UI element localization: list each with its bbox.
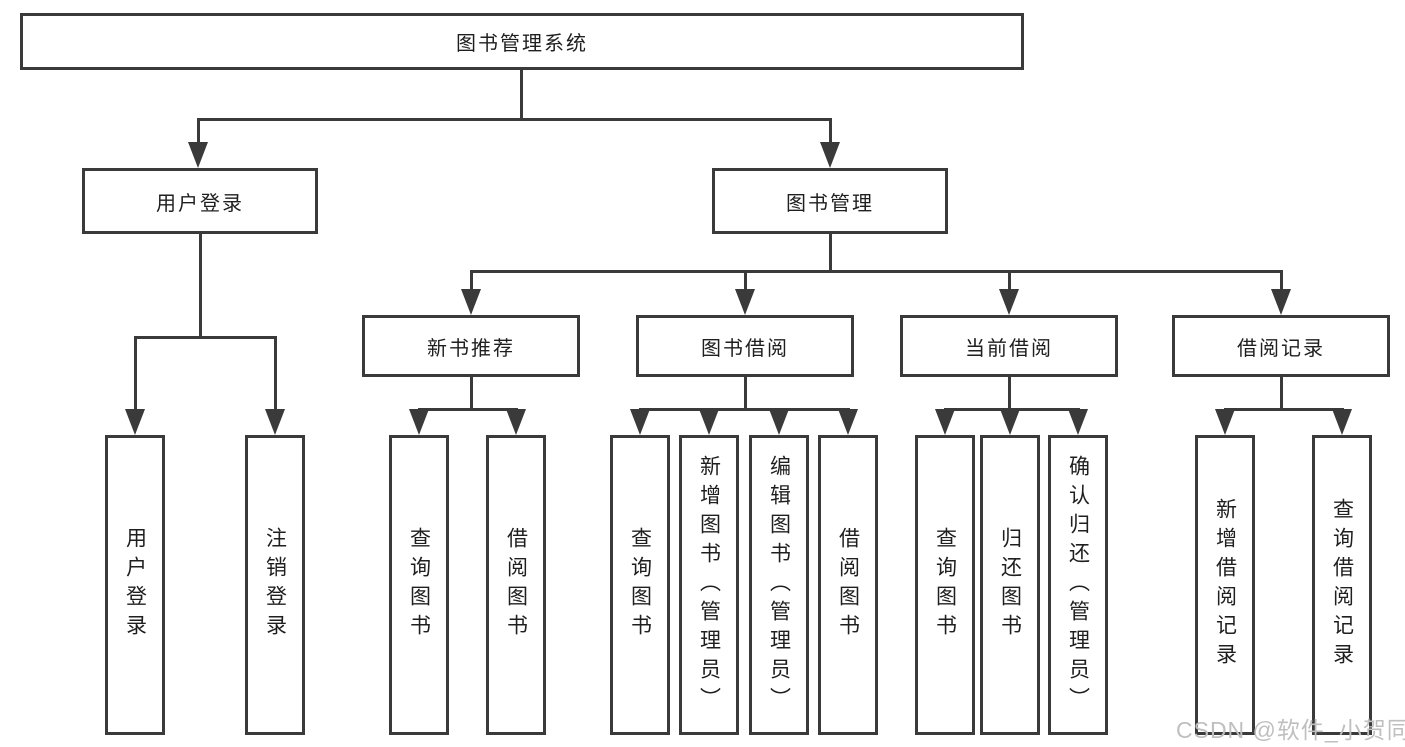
node-borrow-records-label: 借阅记录 bbox=[1237, 337, 1325, 360]
leaf-user-login: 用户登录 bbox=[105, 435, 165, 735]
leaf-current-query: 查询图书 bbox=[915, 435, 975, 735]
leaf-records-query: 查询借阅记录 bbox=[1312, 435, 1372, 735]
leaf-borrowing-query: 查询图书 bbox=[610, 435, 670, 735]
arrow-down-icon bbox=[1271, 289, 1291, 315]
connector-line bbox=[1280, 270, 1283, 291]
connector-line bbox=[829, 118, 832, 144]
connector-line bbox=[134, 336, 276, 339]
arrow-down-icon bbox=[630, 409, 650, 435]
node-borrowing-label: 图书借阅 bbox=[701, 337, 789, 360]
arrow-down-icon bbox=[125, 409, 145, 435]
leaf-records-add-label: 新增借阅记录 bbox=[1213, 498, 1237, 672]
leaf-current-confirm: 确认归还（管理员） bbox=[1048, 435, 1108, 735]
leaf-borrowing-add: 新增图书（管理员） bbox=[679, 435, 739, 735]
leaf-newbooks-query-label: 查询图书 bbox=[407, 527, 431, 643]
leaf-newbooks-query: 查询图书 bbox=[389, 435, 449, 735]
leaf-current-return-label: 归还图书 bbox=[998, 527, 1022, 643]
node-user-login-label: 用户登录 bbox=[156, 192, 244, 215]
arrow-down-icon bbox=[735, 289, 755, 315]
connector-line bbox=[1224, 408, 1344, 411]
leaf-borrowing-add-label: 新增图书（管理员） bbox=[697, 454, 721, 716]
csdn-watermark: CSDN @软件_小贺同学 bbox=[1176, 717, 1405, 743]
connector-line bbox=[520, 70, 523, 121]
arrow-down-icon bbox=[461, 289, 481, 315]
leaf-borrowing-borrow-label: 借阅图书 bbox=[836, 527, 860, 643]
node-current-borrow: 当前借阅 bbox=[900, 315, 1118, 377]
connector-line bbox=[1280, 377, 1283, 411]
arrow-down-icon bbox=[699, 409, 719, 435]
leaf-logout: 注销登录 bbox=[245, 435, 305, 735]
arrow-down-icon bbox=[188, 142, 208, 168]
connector-line bbox=[744, 270, 747, 291]
node-root-label: 图书管理系统 bbox=[456, 33, 588, 55]
connector-line bbox=[744, 377, 747, 411]
node-current-borrow-label: 当前借阅 bbox=[965, 337, 1053, 360]
connector-line bbox=[274, 336, 277, 410]
leaf-records-query-label: 查询借阅记录 bbox=[1330, 498, 1354, 672]
connector-line bbox=[418, 408, 518, 411]
leaf-newbooks-borrow: 借阅图书 bbox=[486, 435, 546, 735]
arrow-down-icon bbox=[409, 409, 429, 435]
leaf-user-login-label: 用户登录 bbox=[123, 527, 147, 643]
connector-line bbox=[639, 408, 850, 411]
arrow-down-icon bbox=[769, 409, 789, 435]
leaf-borrowing-borrow: 借阅图书 bbox=[818, 435, 878, 735]
node-borrowing: 图书借阅 bbox=[636, 315, 854, 377]
connector-line bbox=[1008, 270, 1011, 291]
connector-line bbox=[829, 234, 832, 272]
connector-line bbox=[470, 270, 1282, 273]
arrow-down-icon bbox=[1332, 409, 1352, 435]
leaf-current-confirm-label: 确认归还（管理员） bbox=[1066, 454, 1090, 716]
arrow-down-icon bbox=[820, 142, 840, 168]
connector-line bbox=[134, 336, 137, 410]
node-new-books: 新书推荐 bbox=[362, 315, 580, 377]
leaf-newbooks-borrow-label: 借阅图书 bbox=[504, 527, 528, 643]
arrow-down-icon bbox=[265, 409, 285, 435]
arrow-down-icon bbox=[1215, 409, 1235, 435]
leaf-current-query-label: 查询图书 bbox=[933, 527, 957, 643]
leaf-logout-label: 注销登录 bbox=[263, 527, 287, 643]
node-book-mgmt: 图书管理 bbox=[712, 168, 948, 234]
node-new-books-label: 新书推荐 bbox=[427, 337, 515, 360]
arrow-down-icon bbox=[935, 409, 955, 435]
leaf-borrowing-edit-label: 编辑图书（管理员） bbox=[767, 454, 791, 716]
arrow-down-icon bbox=[999, 289, 1019, 315]
leaf-borrowing-query-label: 查询图书 bbox=[628, 527, 652, 643]
connector-line bbox=[197, 118, 200, 144]
node-book-mgmt-label: 图书管理 bbox=[786, 192, 874, 215]
arrow-down-icon bbox=[838, 409, 858, 435]
leaf-current-return: 归还图书 bbox=[980, 435, 1040, 735]
connector-line bbox=[470, 270, 473, 291]
node-user-login: 用户登录 bbox=[82, 168, 318, 234]
leaf-borrowing-edit: 编辑图书（管理员） bbox=[749, 435, 809, 735]
connector-line bbox=[470, 377, 473, 411]
arrow-down-icon bbox=[506, 409, 526, 435]
arrow-down-icon bbox=[1000, 409, 1020, 435]
arrow-down-icon bbox=[1068, 409, 1088, 435]
connector-line bbox=[1008, 377, 1011, 411]
leaf-records-add: 新增借阅记录 bbox=[1195, 435, 1255, 735]
connector-line bbox=[199, 234, 202, 336]
connector-line bbox=[198, 118, 832, 121]
node-root: 图书管理系统 bbox=[20, 13, 1024, 70]
node-borrow-records: 借阅记录 bbox=[1172, 315, 1390, 377]
